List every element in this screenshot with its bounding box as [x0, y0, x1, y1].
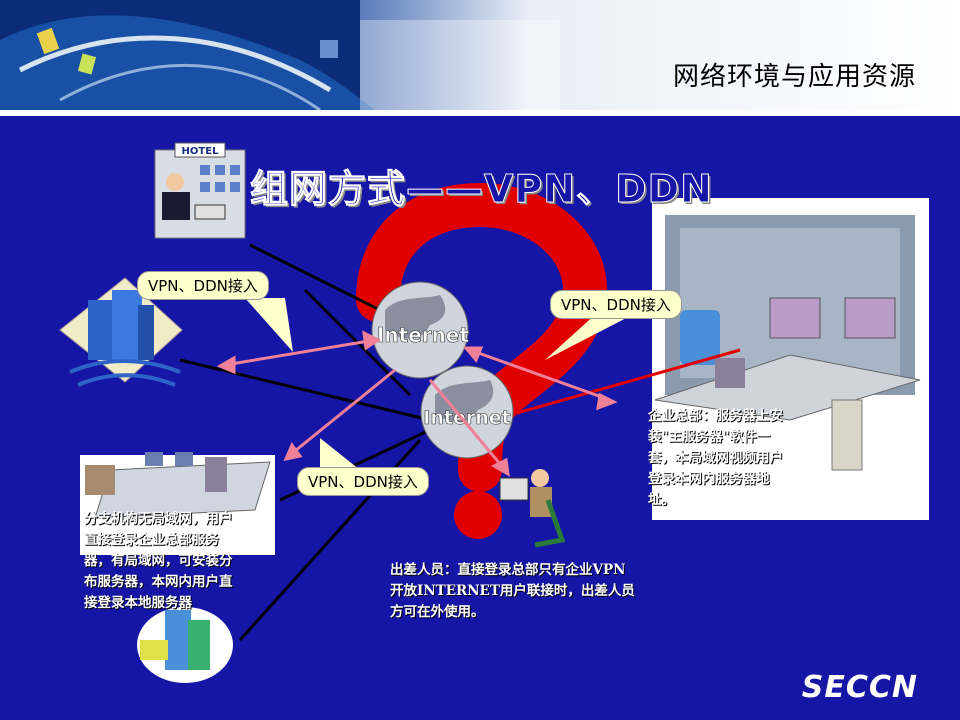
diagram-title: 组网方式——VPN、DDN [250, 167, 713, 212]
headquarters-icon [652, 198, 929, 520]
callout-pointer [545, 312, 638, 360]
internet-globe-icon: Internet [420, 365, 514, 459]
hq-caption: 企业总部：服务器上安 装"主服务器"软件一 套，本局域网视频用户 登录本网内服务… [648, 408, 783, 508]
callout-pointer [245, 298, 293, 352]
traveler-caption: 出差人员：直接登录总部只有企业VPN 开放INTERNET用户联接时，出差人员 … [390, 562, 635, 620]
internet-label: Internet [423, 407, 510, 429]
header-divider [0, 110, 960, 116]
branch-lan-icon [80, 452, 275, 555]
traveler-user-icon [499, 469, 566, 548]
branch-caption: 分支机构无局域网，用户 直接登录企业总部服务 器，有局域网，可安装分 布服务器，… [84, 511, 233, 611]
connection-arrows [216, 330, 618, 477]
callout-pointer [320, 438, 360, 470]
internet-label: Internet [377, 323, 469, 347]
internet-globe-icon: Internet [371, 281, 470, 379]
header-decoration [0, 0, 560, 114]
office-building-icon [59, 277, 183, 387]
slide-header: 网络环境与应用资源 [0, 0, 960, 114]
hq-link-line [509, 348, 741, 417]
page-title: 网络环境与应用资源 [672, 62, 916, 92]
brand-logo: SECCN [801, 670, 918, 705]
callout-vpn-ddn-left: VPN、DDN接入 [137, 271, 269, 300]
callout-vpn-ddn-right: VPN、DDN接入 [550, 290, 682, 319]
callout-vpn-ddn-bottom: VPN、DDN接入 [297, 467, 429, 496]
hotel-icon: HOTEL [154, 142, 246, 239]
hotel-sign: HOTEL [182, 146, 220, 157]
branch-building-icon [137, 607, 233, 683]
